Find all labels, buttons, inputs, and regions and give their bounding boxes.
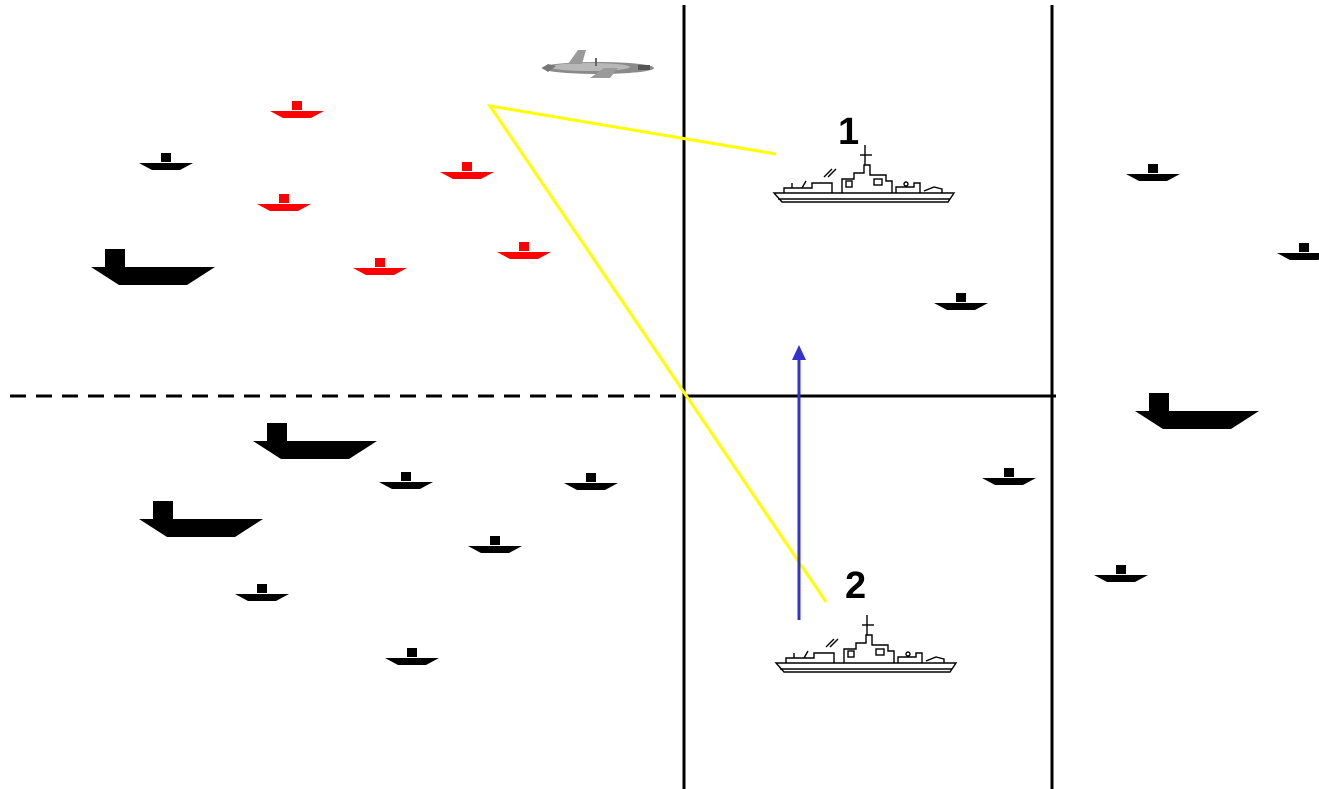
small-ship-icon <box>385 648 439 665</box>
red-contact-icon <box>257 194 311 211</box>
frigate-icon <box>773 144 955 203</box>
red-contact-icon <box>440 162 494 179</box>
movement-arrow <box>792 345 806 620</box>
red-contacts <box>257 101 551 275</box>
large-ship-icon <box>1135 393 1259 429</box>
large-ship-icon <box>139 501 263 537</box>
large-ship-icon <box>91 249 215 285</box>
frigate-icon <box>775 614 957 673</box>
red-contact-icon <box>497 242 551 259</box>
small-ship-icon <box>1277 243 1319 260</box>
large-ship-icon <box>253 423 377 459</box>
red-contact-icon <box>270 101 324 118</box>
small-ship-icon <box>468 536 522 553</box>
patrol-aircraft-icon <box>542 50 654 78</box>
small-ship-icon <box>1094 565 1148 582</box>
small-ship-icon <box>379 472 433 489</box>
small-ship-icon <box>982 468 1036 485</box>
red-contact-icon <box>353 258 407 275</box>
small-ship-icon <box>564 473 618 490</box>
black-contacts <box>139 153 1319 665</box>
small-ship-icon <box>139 153 193 170</box>
small-ship-icon <box>235 584 289 601</box>
ship-1-label: 1 <box>838 111 859 153</box>
large-contacts <box>91 249 1259 537</box>
small-ship-icon <box>1126 164 1180 181</box>
sight-line <box>486 103 828 603</box>
small-ship-icon <box>934 293 988 310</box>
ship-2-label: 2 <box>845 565 866 607</box>
